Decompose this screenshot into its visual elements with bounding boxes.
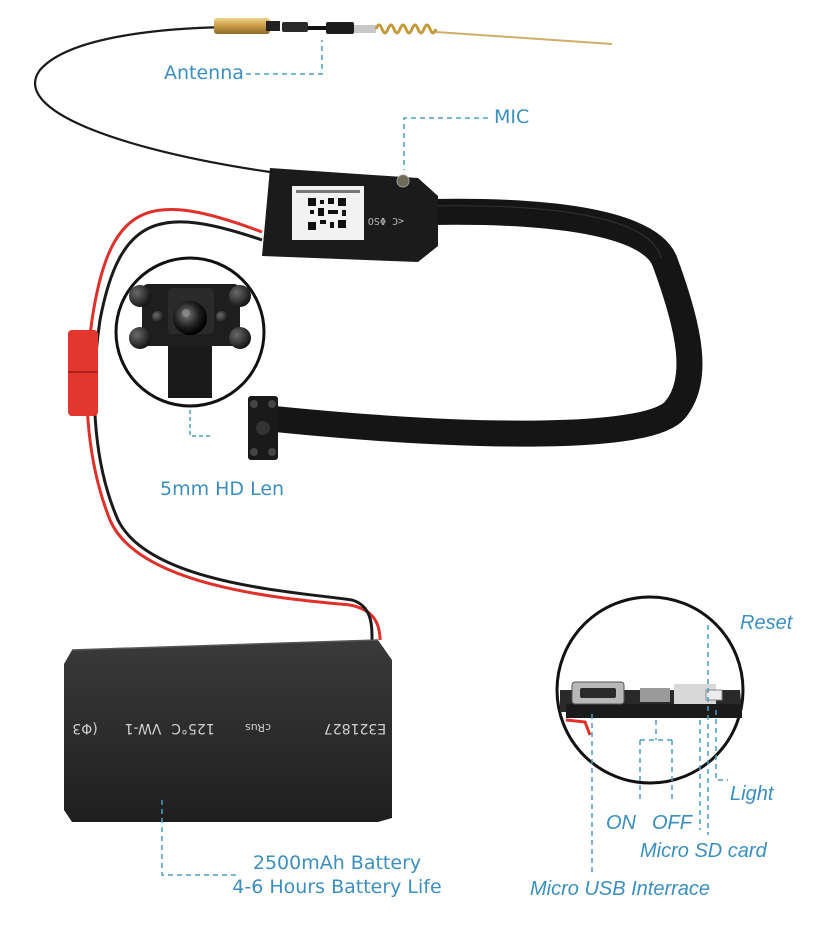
battery-mark: (Φ3 xyxy=(72,720,97,736)
antenna-sleeve xyxy=(282,22,308,32)
battery: E321827 cRus 125°C VW-1 (Φ3 xyxy=(64,639,392,822)
antenna-brass-connector xyxy=(214,18,270,34)
battery-ul-mark: cRus xyxy=(245,721,271,734)
flat-cable xyxy=(263,198,703,447)
main-module: <C ΦSO xyxy=(262,168,438,262)
leader-lines xyxy=(161,40,728,876)
battery-temp: 125°C xyxy=(171,720,215,736)
ir-led xyxy=(129,285,151,307)
antenna xyxy=(33,18,613,174)
label-reset: Reset xyxy=(740,612,793,634)
label-micro-usb: Micro USB Interrace xyxy=(530,878,711,900)
label-battery-capacity: 2500mAh Battery xyxy=(252,852,422,874)
label-lens: 5mm HD Len xyxy=(160,478,285,500)
battery-rating: VW-1 xyxy=(125,720,162,736)
ir-led xyxy=(229,327,251,349)
power-wires xyxy=(68,208,382,641)
ir-led xyxy=(229,285,251,307)
label-light: Light xyxy=(730,783,774,805)
label-micro-sd: Micro SD card xyxy=(640,840,767,862)
camera-lens xyxy=(173,301,207,335)
mic-hole xyxy=(396,174,410,188)
port-closeup xyxy=(555,595,745,785)
label-mic: MIC xyxy=(494,106,530,128)
antenna-wire xyxy=(33,25,271,174)
module-side-text: <C ΦSO xyxy=(368,215,404,226)
label-on: ON xyxy=(606,812,636,834)
small-camera xyxy=(248,396,278,460)
label-battery-life: 4-6 Hours Battery Life xyxy=(232,876,442,898)
camera-closeup xyxy=(114,256,266,437)
label-off: OFF xyxy=(652,812,692,834)
switch xyxy=(640,688,670,702)
pcb-edge xyxy=(566,704,742,718)
antenna-rod xyxy=(435,31,613,45)
label-antenna: Antenna xyxy=(164,62,244,84)
ir-led xyxy=(129,327,151,349)
battery-code: E321827 xyxy=(324,720,386,736)
antenna-coil xyxy=(374,23,438,35)
reset-button xyxy=(705,689,723,701)
